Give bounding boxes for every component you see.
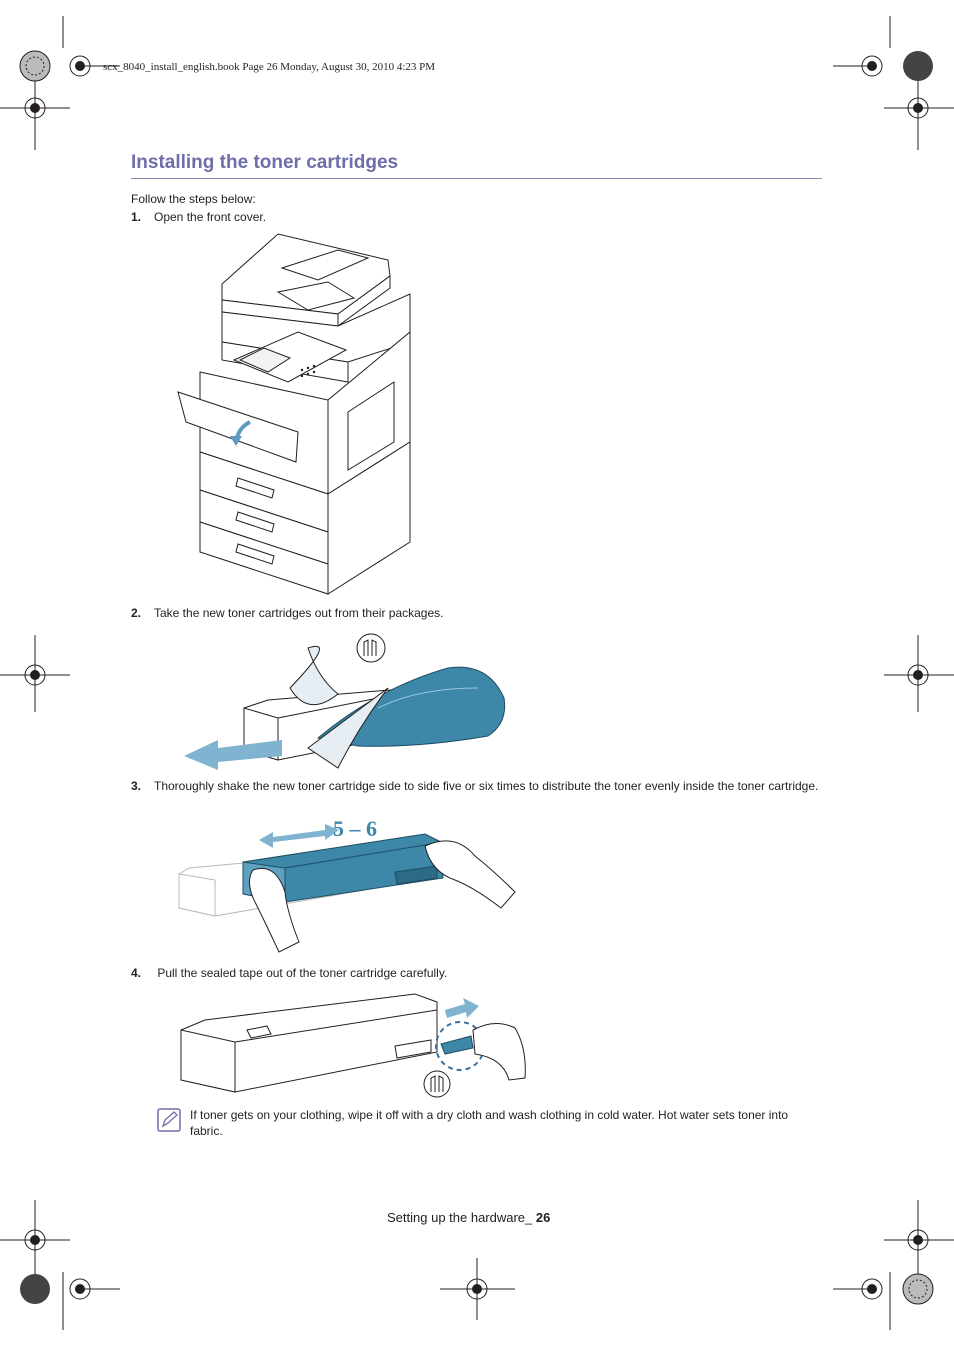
printer-front-cover-illustration <box>177 233 411 595</box>
seal-tape-removal-illustration <box>180 993 526 1098</box>
note-text: If toner gets on your clothing, wipe it … <box>190 1108 789 1138</box>
toner-unpacking-illustration <box>184 633 506 770</box>
step-text: Open the front cover. <box>154 210 267 224</box>
toner-shaking-illustration: 5 – 6 <box>178 816 516 953</box>
step-text: Pull the sealed tape out of the toner ca… <box>154 966 448 980</box>
footer-section: Setting up the hardware_ <box>387 1210 536 1225</box>
shake-count-label: 5 – 6 <box>333 816 377 841</box>
step-1: 1. Open the front cover. <box>131 209 821 225</box>
title-rule <box>131 178 822 179</box>
page-number: 26 <box>535 1210 551 1225</box>
intro-text: Follow the steps below: <box>131 192 256 206</box>
page-title: Installing the toner cartridges <box>131 152 399 173</box>
note-icon <box>157 1108 181 1132</box>
step-number: 2. <box>131 606 142 620</box>
step-3: 3. Thoroughly shake the new toner cartri… <box>131 778 821 810</box>
page-footer: Setting up the hardware_ 26 <box>387 1210 550 1225</box>
step-text: Thoroughly shake the new toner cartridge… <box>154 779 819 793</box>
step-2: 2. Take the new toner cartridges out fro… <box>131 605 821 621</box>
step-number: 1. <box>131 210 142 224</box>
step-number: 3. <box>131 779 142 793</box>
step-4: 4. Pull the sealed tape out of the toner… <box>131 965 821 981</box>
print-header: scx_8040_install_english.book Page 26 Mo… <box>103 61 436 73</box>
step-number: 4. <box>131 966 142 980</box>
step-text: Take the new toner cartridges out from t… <box>154 606 444 620</box>
